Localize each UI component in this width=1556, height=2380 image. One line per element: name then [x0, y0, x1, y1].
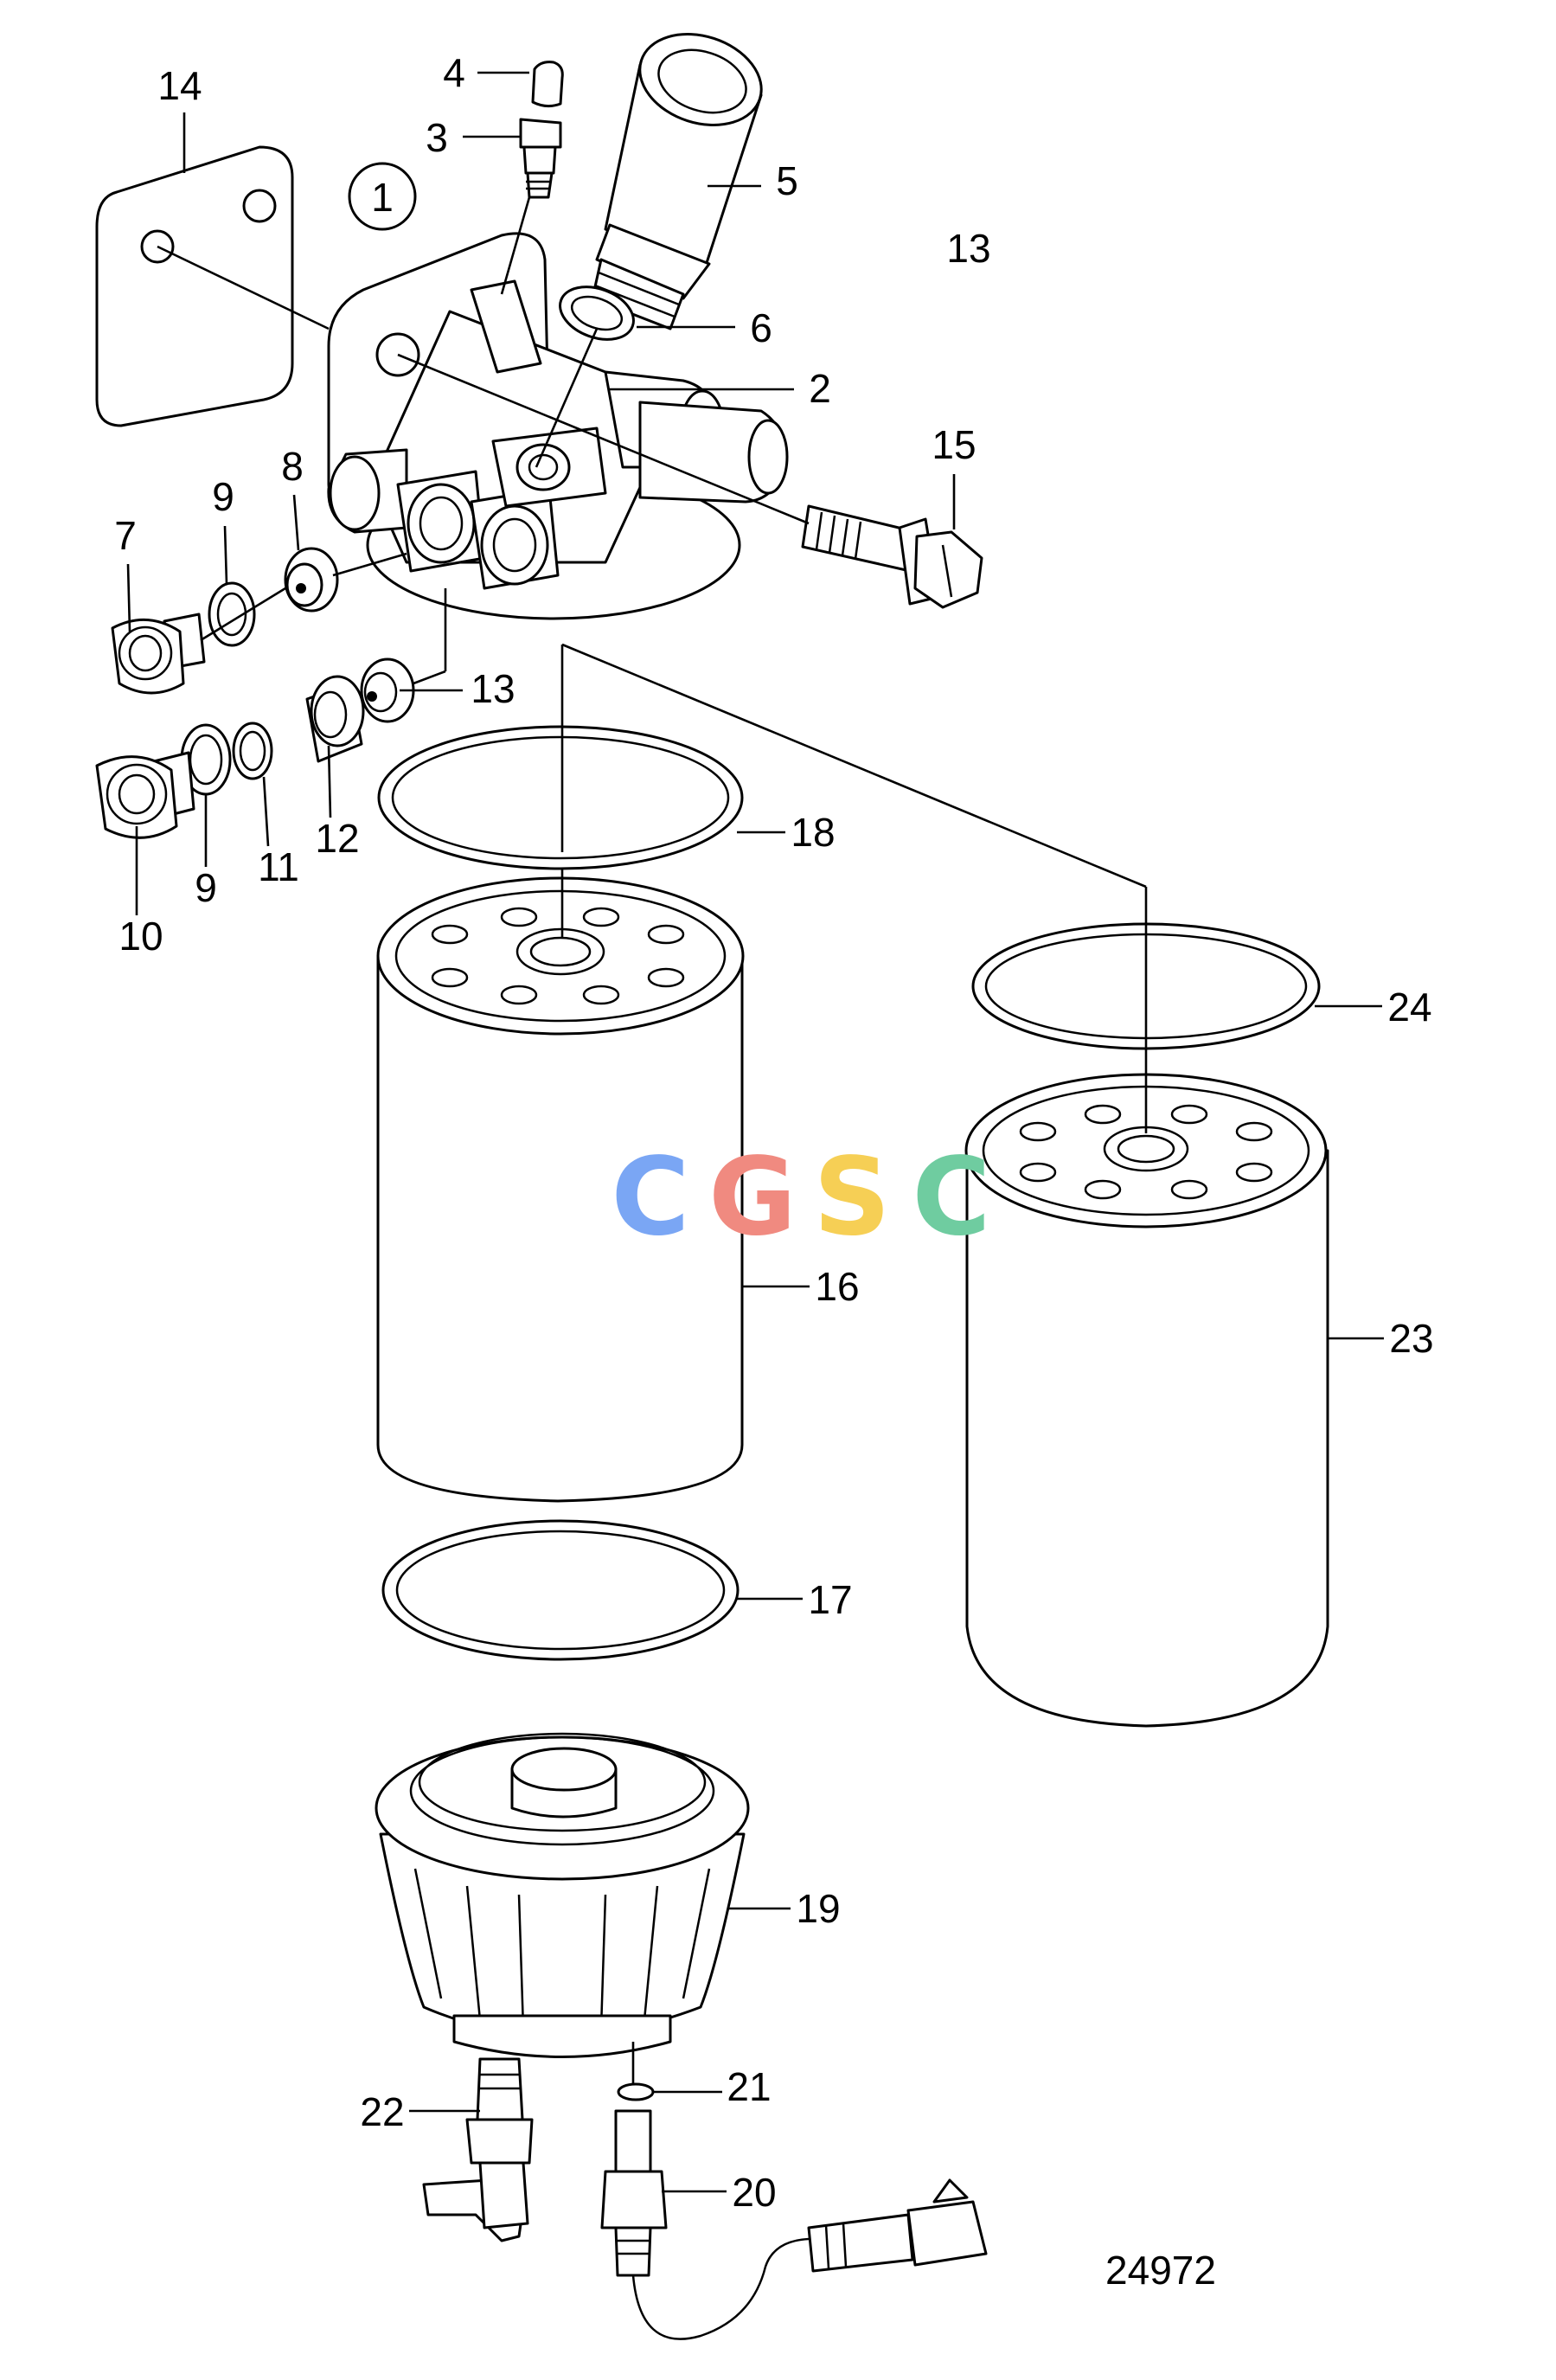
filter-element-right-part [964, 1073, 1329, 1728]
water-sensor-part [600, 2109, 988, 2340]
callout-label: 14 [157, 63, 202, 108]
sleeve-part [305, 675, 365, 763]
callout-label: 13 [471, 666, 515, 711]
callout-label: 9 [195, 865, 217, 910]
callout-label: 15 [932, 422, 976, 467]
mounting-plate-part [95, 145, 294, 427]
group-marker: 1 [348, 162, 417, 231]
callout-label: 12 [315, 816, 359, 861]
callout-label: 13 [946, 226, 990, 271]
callout-label: 19 [796, 1886, 840, 1931]
dust-cap-part [531, 61, 564, 108]
watermark-letter: S [813, 1135, 890, 1260]
hand-pump-part [591, 32, 763, 330]
callout-label: 16 [815, 1264, 859, 1309]
drawing-number: 24972 [1105, 2248, 1216, 2293]
seal-ring-part [232, 722, 273, 780]
callout-label: 23 [1389, 1316, 1433, 1361]
callout-label: 7 [114, 513, 137, 558]
plug-part [111, 613, 206, 695]
callout-label: 24 [1387, 985, 1431, 1030]
watermark-letter: C [611, 1135, 689, 1260]
drain-valve-part [422, 2057, 534, 2242]
callout-label: 21 [727, 2064, 771, 2109]
watermark: C G S C [611, 1135, 990, 1260]
callout-label: 10 [118, 914, 163, 959]
grease-nipple-part [519, 118, 562, 199]
callout-label: 3 [426, 115, 448, 160]
callout-label: 22 [360, 2089, 404, 2134]
callouts: 14 4 3 5 13 6 2 15 7 9 8 13 10 9 11 12 1… [114, 50, 1433, 2215]
bolt-part [801, 504, 983, 609]
watermark-letter: C [912, 1135, 990, 1260]
callout-label: 9 [212, 474, 234, 519]
assembly-lines [157, 196, 1148, 2083]
callout-label: 11 [258, 844, 299, 889]
washer-part [617, 2082, 655, 2101]
callout-label: 17 [808, 1577, 852, 1622]
gasket-upper-part [377, 725, 744, 870]
callout-label: 8 [281, 444, 304, 489]
filter-head-part [327, 232, 789, 620]
plug-lower-part [95, 751, 195, 839]
callout-label: 20 [732, 2170, 776, 2215]
callout-label: 5 [776, 158, 798, 203]
filter-element-part [376, 876, 745, 1503]
callout-label: 2 [809, 366, 831, 411]
group-marker-label: 1 [371, 175, 394, 220]
callout-label: 6 [750, 305, 772, 350]
check-valve-part [284, 547, 339, 613]
water-separator-bowl-part [375, 1732, 750, 2058]
o-ring-upper-part [208, 581, 256, 647]
watermark-letter: G [708, 1135, 797, 1260]
o-ring-part [559, 285, 635, 341]
callout-label: 4 [443, 50, 465, 95]
callout-label: 18 [791, 810, 835, 855]
gasket-lower-part [381, 1519, 740, 1661]
